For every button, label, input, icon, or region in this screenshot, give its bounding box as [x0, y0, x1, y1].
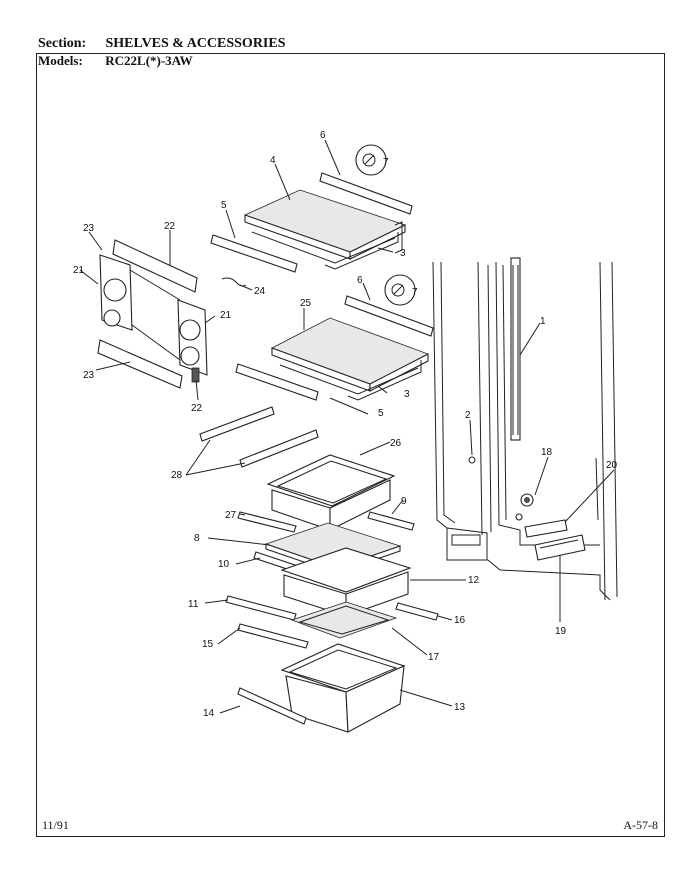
part-13-bottom-drawer [280, 643, 406, 733]
callout-3-upper: 3 [400, 248, 406, 259]
part-1-shelf-ladder [510, 257, 521, 441]
callout-15: 15 [202, 639, 214, 650]
callout-21-left: 21 [73, 265, 85, 276]
callout-14: 14 [203, 708, 215, 719]
callout-9: 9 [401, 496, 407, 507]
part-5-upper-front-trim [210, 234, 298, 273]
part-4-upper-glass-shelf [243, 189, 407, 270]
callout-26: 26 [390, 438, 402, 449]
page-reference: A-57-8 [623, 818, 658, 832]
part-14-rail [237, 687, 307, 725]
part-6-upper-trim [319, 172, 413, 215]
part-9-rail [367, 511, 415, 531]
callout-23-bottom: 23 [83, 370, 95, 381]
part-7-reference-symbol [355, 144, 416, 306]
part-22-clip [191, 367, 200, 383]
part-19-switch-cover [534, 534, 586, 561]
callout-12: 12 [468, 575, 480, 586]
part-17-tray [290, 601, 398, 639]
callout-7-upper: 7 [383, 157, 389, 168]
part-5-middle-front-trim [235, 363, 319, 401]
part-25-middle-glass-shelf [271, 317, 429, 401]
part-26-upper-pan [266, 454, 396, 531]
callout-2: 2 [465, 410, 471, 421]
part-22-upper-bracket [112, 239, 198, 293]
callout-5-middle: 5 [378, 408, 384, 419]
part-23-lower-bracket [97, 339, 183, 389]
part-28-rails [199, 406, 319, 468]
callout-6-middle: 6 [357, 275, 363, 286]
callout-28: 28 [171, 470, 183, 481]
callout-5-upper: 5 [221, 200, 227, 211]
models-heading: Models: RC22L(*)-3AW [38, 53, 193, 69]
callout-1: 1 [540, 316, 546, 327]
callout-16: 16 [454, 615, 466, 626]
part-3-upper-bracket [394, 221, 403, 254]
callout-19: 19 [555, 626, 567, 637]
part-2-screw [468, 456, 476, 464]
callout-6-upper: 6 [320, 130, 326, 141]
cabinet-liner [432, 261, 618, 601]
callout-7-middle: 7 [412, 287, 418, 298]
callout-22-bottom: 22 [191, 403, 203, 414]
callout-22-top: 22 [164, 221, 176, 232]
part-12-crisper-pan [280, 547, 412, 617]
part-24-wire-clip [221, 277, 247, 287]
callout-25: 25 [300, 298, 312, 309]
section-heading: Section: SHELVES & ACCESSORIES [38, 36, 286, 52]
diagram-frame [36, 53, 665, 837]
part-20-light-shield [524, 519, 568, 538]
section-label: Section: [38, 36, 87, 51]
callout-10: 10 [218, 559, 230, 570]
part-11-rail [225, 595, 297, 621]
callout-labels: 1 2 3 3 4 5 5 6 6 7 7 8 9 10 11 12 13 14… [73, 130, 618, 719]
callout-18: 18 [541, 447, 553, 458]
callout-13: 13 [454, 702, 466, 713]
callout-24: 24 [254, 286, 266, 297]
part-15-rail [237, 623, 309, 649]
callout-leaders [79, 139, 615, 714]
section-title: SHELVES & ACCESSORIES [105, 36, 286, 51]
callout-20: 20 [606, 460, 618, 471]
part-21-side-bracket [99, 254, 208, 376]
models-value: RC22L(*)-3AW [105, 53, 193, 68]
part-27-rail [237, 511, 297, 533]
callout-4: 4 [270, 155, 276, 166]
models-label: Models: [38, 53, 83, 68]
callout-21-right: 21 [220, 310, 232, 321]
callout-17: 17 [428, 652, 440, 663]
callout-23-top: 23 [83, 223, 95, 234]
callout-11: 11 [188, 599, 199, 610]
part-18-light-socket [515, 493, 534, 521]
callout-3-middle: 3 [404, 389, 410, 400]
callout-8: 8 [194, 533, 200, 544]
callout-27: 27 [225, 510, 237, 521]
revision-date: 11/91 [42, 818, 69, 832]
part-6-middle-trim [344, 295, 434, 337]
part-16-rail [395, 602, 439, 621]
